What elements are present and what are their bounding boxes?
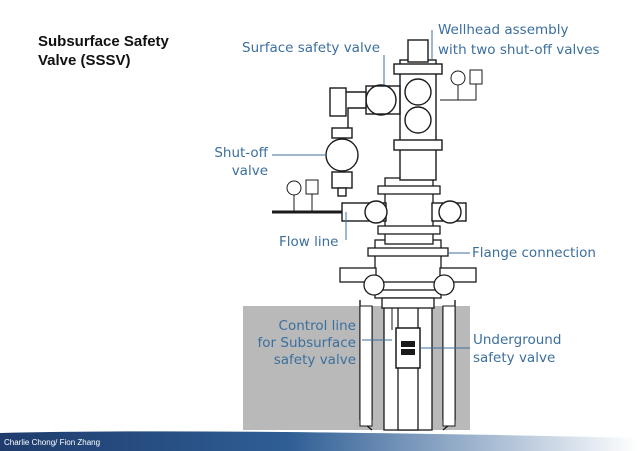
shut-off-valve <box>325 87 367 197</box>
label-control-line1: Control line <box>278 318 356 334</box>
label-control-line3: safety valve <box>273 352 356 368</box>
surface-safety-valve <box>365 84 401 116</box>
underground-safety-valve <box>395 327 421 369</box>
gauge-left <box>286 179 319 212</box>
wellhead-assembly <box>393 39 443 181</box>
label-surface-safety-valve: Surface safety valve <box>242 40 380 56</box>
label-underground-line1: Underground <box>473 332 562 348</box>
label-flow-line: Flow line <box>279 234 339 250</box>
annulus-outer-left <box>359 305 373 427</box>
label-flange-connection: Flange connection <box>472 245 596 261</box>
flow-line-valves <box>341 200 467 224</box>
tubing-head <box>367 239 449 309</box>
label-control-line2: for Subsurface <box>257 335 356 351</box>
footer-author: Charlie Chong/ Fion Zhang <box>4 438 101 447</box>
annulus-outer-right <box>442 305 456 427</box>
lower-side-valves <box>339 267 477 296</box>
gauge-right <box>440 69 483 101</box>
slide-title: Subsurface Safety Valve (SSSV) <box>38 33 169 69</box>
label-wellhead-line2: with two shut-off valves <box>438 42 600 58</box>
label-wellhead-line1: Wellhead assembly <box>438 22 569 38</box>
leader-lines <box>272 30 470 349</box>
label-underground-line2: safety valve <box>473 350 556 366</box>
footer-band <box>0 431 638 451</box>
label-shutoff-line1: Shut-off <box>214 145 268 161</box>
label-shutoff-line2: valve <box>231 163 268 179</box>
